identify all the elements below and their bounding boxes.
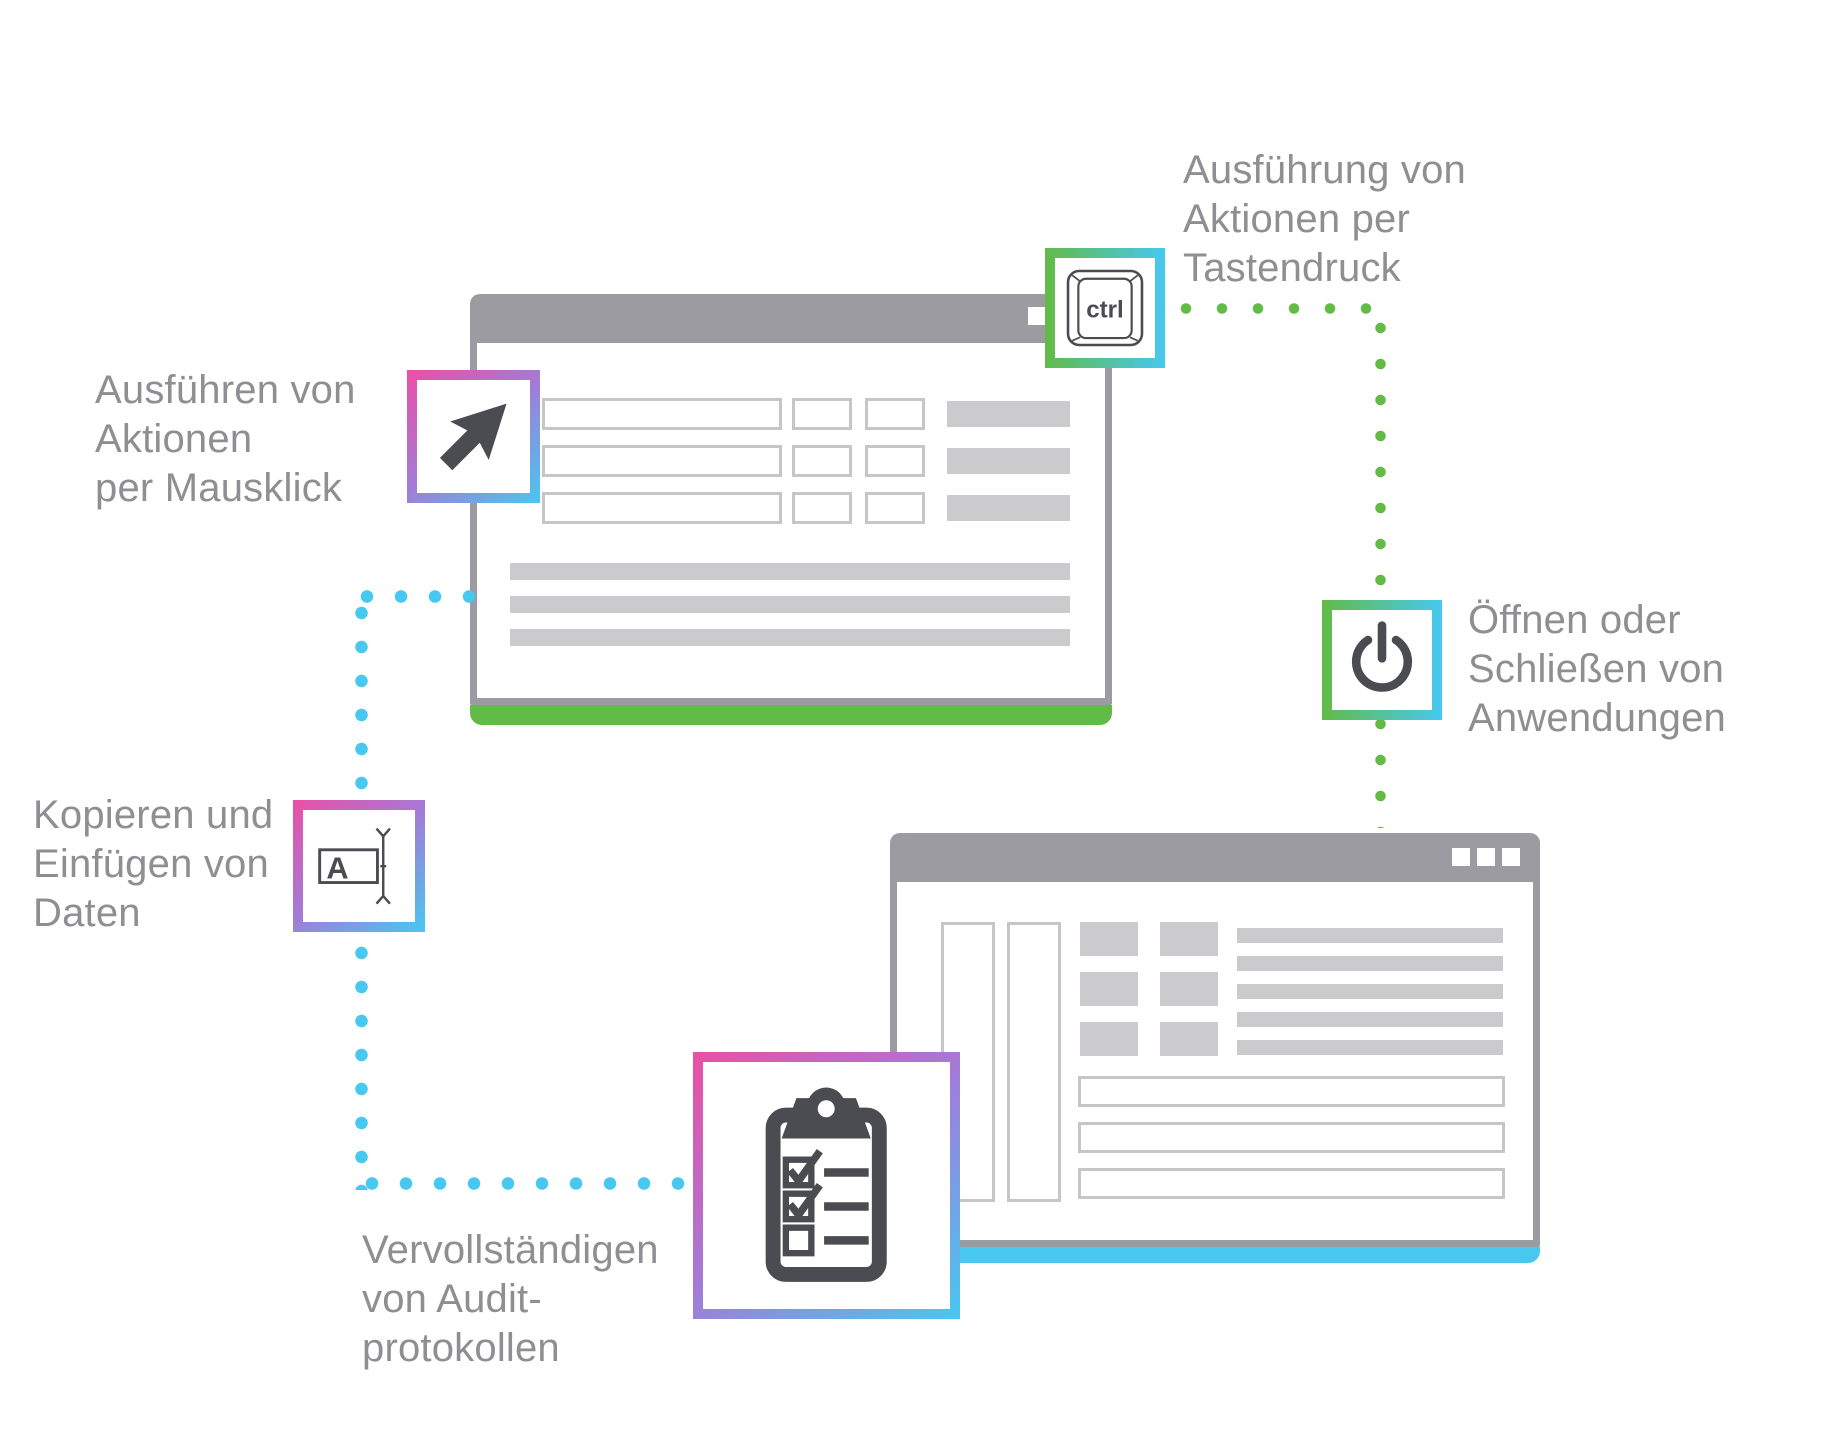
placeholder-field <box>542 398 782 430</box>
placeholder-field <box>542 445 782 477</box>
placeholder-box <box>865 445 925 477</box>
placeholder-field <box>542 492 782 524</box>
power-icon <box>1322 600 1442 720</box>
placeholder-input-row <box>1078 1168 1505 1199</box>
text-input-glyph: A <box>303 810 415 922</box>
titlebar-button <box>1452 848 1470 866</box>
titlebar-button <box>1502 848 1520 866</box>
placeholder-text-bar <box>510 563 1070 580</box>
placeholder-box <box>792 398 852 430</box>
connector-keypress-horizontal <box>1168 303 1380 314</box>
label-mouse-click: Ausführen von Aktionen per Mausklick <box>95 368 356 510</box>
placeholder-value <box>947 495 1070 521</box>
placeholder-text-bar <box>1237 928 1503 943</box>
text-input-icon: A <box>293 800 425 932</box>
ctrl-key-icon: ctrl <box>1045 248 1165 368</box>
connector-audit-horizontal <box>355 1177 705 1190</box>
placeholder-value <box>947 401 1070 427</box>
placeholder-box <box>792 492 852 524</box>
mouse-cursor-glyph <box>417 380 530 493</box>
window-accent-bar-cyan <box>890 1247 1540 1263</box>
ctrl-key-glyph: ctrl <box>1055 258 1155 358</box>
placeholder-text-bar <box>1237 1012 1503 1027</box>
placeholder-cell <box>1080 922 1138 956</box>
placeholder-value <box>947 448 1070 474</box>
placeholder-input-row <box>1078 1076 1505 1107</box>
label-audit: Vervollständigen von Audit- protokollen <box>362 1228 659 1370</box>
placeholder-cell <box>1080 972 1138 1006</box>
placeholder-text-bar <box>1237 1040 1503 1055</box>
window-accent-bar-green <box>470 705 1112 725</box>
placeholder-text-bar <box>510 629 1070 646</box>
clipboard-checklist-icon <box>693 1052 960 1319</box>
power-glyph <box>1332 610 1432 710</box>
connector-keypress-vertical <box>1375 310 1386 828</box>
ctrl-key-label: ctrl <box>1086 296 1123 323</box>
text-input-letter: A <box>326 851 348 886</box>
placeholder-cell <box>1080 1022 1138 1056</box>
placeholder-text-bar <box>1237 956 1503 971</box>
placeholder-box <box>865 398 925 430</box>
connector-copy-horizontal <box>350 590 476 603</box>
placeholder-box <box>792 445 852 477</box>
label-open-close: Öffnen oder Schließen von Anwendungen <box>1468 598 1726 740</box>
placeholder-cell <box>1160 922 1218 956</box>
placeholder-text-bar <box>510 596 1070 613</box>
placeholder-column <box>1007 922 1061 1202</box>
titlebar-button <box>1028 307 1046 325</box>
placeholder-text-bar <box>1237 984 1503 999</box>
placeholder-input-row <box>1078 1122 1505 1153</box>
placeholder-cell <box>1160 1022 1218 1056</box>
clipboard-glyph <box>703 1062 950 1309</box>
label-copy-paste: Kopieren und Einfügen von Daten <box>33 793 274 935</box>
placeholder-box <box>865 492 925 524</box>
placeholder-cell <box>1160 972 1218 1006</box>
mouse-cursor-icon <box>407 370 540 503</box>
titlebar-button <box>1477 848 1495 866</box>
label-keypress: Ausführung von Aktionen per Tastendruck <box>1183 148 1466 290</box>
